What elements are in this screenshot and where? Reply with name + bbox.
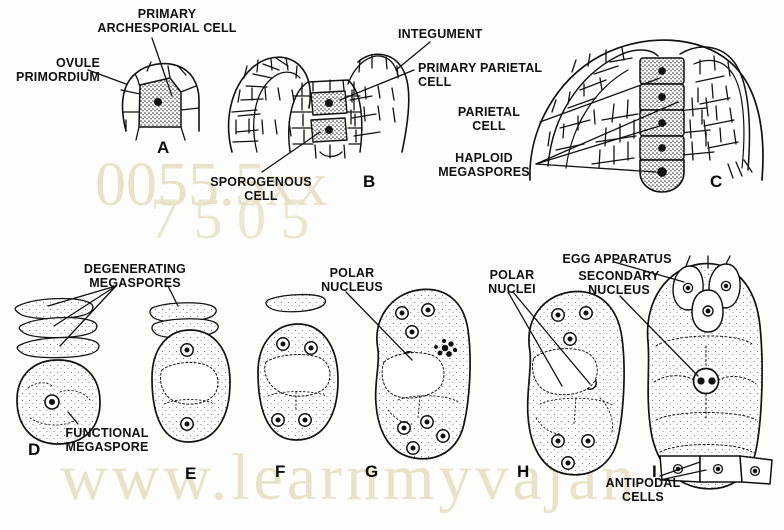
label-primary-parietal-cell: PRIMARY PARIETAL CELL bbox=[418, 61, 543, 89]
label-polar-nucleus: POLAR NUCLEUS bbox=[321, 266, 383, 294]
label-primary-archesporial-cell: PRIMARY ARCHESPORIAL CELL bbox=[97, 7, 237, 35]
panel-letter-h: H bbox=[517, 462, 530, 481]
panel-e-art bbox=[149, 302, 231, 443]
panel-letter-a: A bbox=[157, 138, 170, 157]
panel-g-art bbox=[374, 288, 471, 460]
label-egg-apparatus: EGG APPARATUS bbox=[562, 252, 672, 266]
panel-b-art bbox=[227, 53, 410, 159]
label-antipodal-cells: ANTIPODAL CELLS bbox=[605, 476, 681, 504]
label-integument: INTEGUMENT bbox=[398, 27, 483, 41]
panel-f-art bbox=[257, 293, 339, 441]
label-functional-megaspore: FUNCTIONAL MEGASPORE bbox=[65, 426, 149, 454]
panel-h-art bbox=[526, 290, 625, 476]
label-polar-nuclei: POLAR NUCLEI bbox=[488, 268, 536, 296]
panel-letter-d: D bbox=[28, 440, 41, 459]
label-secondary-nucleus: SECONDARY NUCLEUS bbox=[578, 269, 660, 297]
label-haploid-megaspores: HAPLOID MEGASPORES bbox=[438, 151, 530, 179]
panel-letter-c: C bbox=[710, 172, 723, 191]
label-ovule-primordium: OVULE PRIMORDIUM bbox=[16, 56, 100, 84]
label-degenerating-megaspores: DEGENERATING MEGASPORES bbox=[83, 262, 187, 290]
panel-a-art bbox=[120, 61, 200, 141]
panel-letter-g: G bbox=[365, 462, 379, 481]
panel-letter-i: I bbox=[652, 462, 657, 481]
panel-d-art bbox=[14, 297, 101, 445]
panel-letter-e: E bbox=[185, 464, 197, 483]
label-parietal-cell: PARIETAL CELL bbox=[457, 105, 521, 133]
panel-letter-f: F bbox=[275, 462, 286, 481]
label-sporogenous-cell: SPOROGENOUS CELL bbox=[210, 175, 312, 203]
panel-letter-b: B bbox=[363, 172, 376, 191]
panel-c-art bbox=[529, 39, 764, 193]
